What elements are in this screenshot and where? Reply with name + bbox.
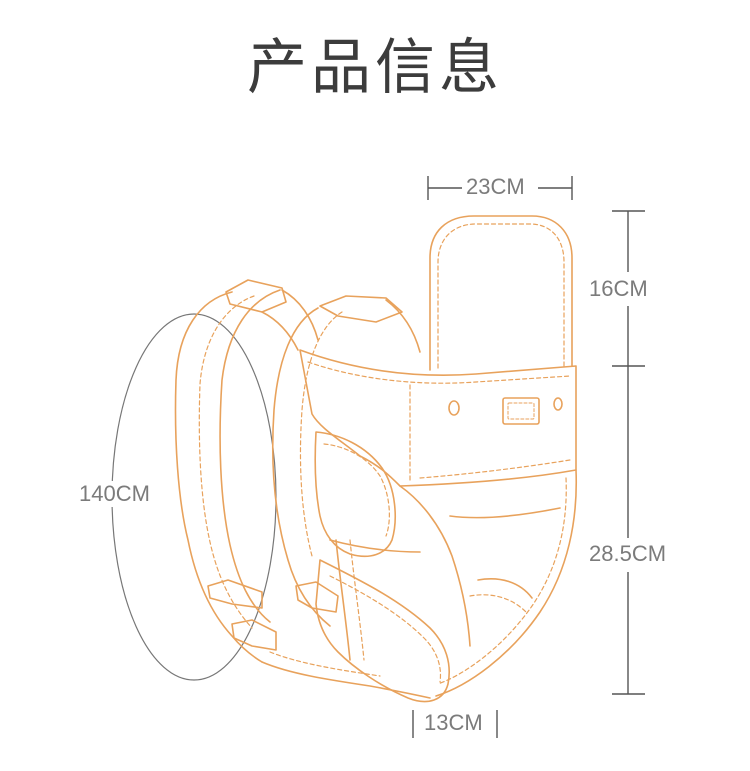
body-panel-curve-stitch — [469, 594, 527, 613]
leg-opening-stitch — [323, 443, 390, 537]
seat-side — [399, 485, 471, 647]
bottom-hem — [261, 661, 431, 699]
page-title: 产品信息 — [247, 33, 503, 103]
inner-strap-1 — [335, 539, 351, 661]
seat-top-line — [329, 539, 421, 553]
right-strap-top — [385, 299, 421, 353]
waist-band-stitch-top — [307, 361, 571, 384]
head-support-stitch — [437, 223, 565, 369]
seat-width-dimension-label: 13CM — [423, 710, 484, 736]
body-panel-right-stitch — [437, 477, 567, 685]
left-strap-top-inner — [261, 311, 299, 351]
waist-band — [299, 349, 577, 487]
width-dimension-label: 23CM — [464, 174, 527, 200]
left-strap-pad — [225, 279, 287, 313]
seat-band — [315, 559, 450, 703]
waist-snap-left — [448, 400, 460, 416]
leg-opening — [314, 431, 396, 558]
left-strap-top — [281, 289, 319, 341]
dimension-lines — [412, 176, 645, 738]
right-strap-pad — [319, 295, 403, 323]
body-panel-curve — [477, 578, 533, 599]
carrier-outline — [174, 215, 578, 703]
waist-band-stitch-bottom — [419, 459, 571, 479]
seat-band-stitch — [329, 575, 442, 683]
body-panel-fold — [449, 507, 561, 519]
right-strap-stitch — [299, 311, 343, 557]
right-buckle — [295, 581, 339, 613]
waist-snap-right — [553, 397, 563, 411]
left-strap-stitch — [198, 295, 255, 629]
right-strap-outer — [271, 307, 331, 627]
head-support-outer — [429, 215, 573, 371]
left-buckle-lower — [231, 619, 277, 651]
head-support-dimension-label: 16CM — [585, 276, 652, 302]
body-height-dimension-label: 28.5CM — [585, 541, 671, 567]
inner-strap-1-stitch — [349, 539, 365, 661]
waist-label-inner — [507, 402, 535, 420]
body-panel-right — [435, 469, 578, 697]
strap-length-dimension-label: 140CM — [75, 481, 154, 507]
left-strap-inner — [219, 289, 281, 623]
left-buckle-upper — [207, 579, 263, 609]
waist-label — [502, 397, 540, 425]
bottom-hem-stitch — [269, 651, 381, 677]
